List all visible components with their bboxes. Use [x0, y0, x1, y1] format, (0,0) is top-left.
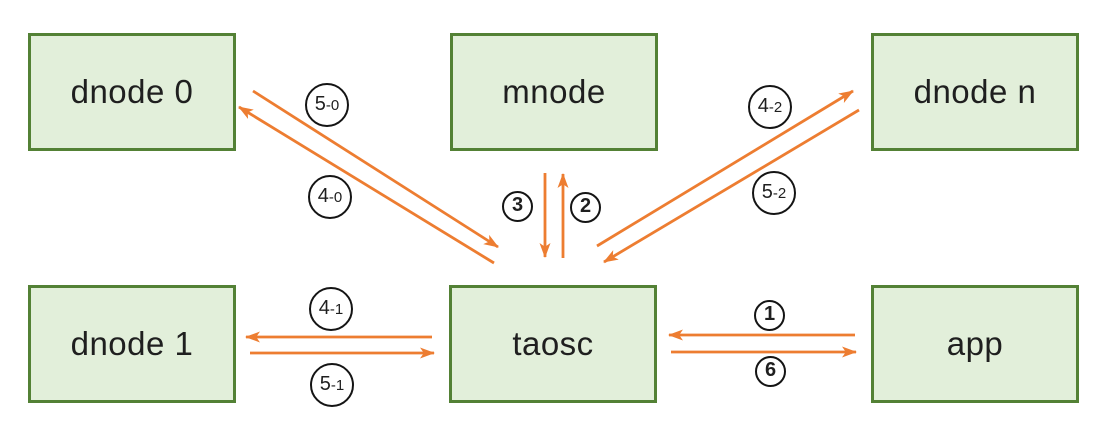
- node-mnode: mnode: [450, 33, 658, 151]
- node-label: dnode n: [913, 73, 1037, 110]
- edge-label-5-0: 5-0: [305, 83, 349, 127]
- node-label: taosc: [512, 325, 594, 362]
- edge-label-4-2: 4-2: [748, 85, 792, 129]
- node-label: mnode: [502, 73, 606, 110]
- node-label: dnode 1: [70, 325, 194, 362]
- node-taosc: taosc: [449, 285, 657, 403]
- arrow-5-0: [252, 89, 499, 249]
- node-app: app: [871, 285, 1079, 403]
- node-dnode-0: dnode 0: [28, 33, 236, 151]
- edge-label-4-1: 4-1: [309, 287, 353, 331]
- arrow-5-2: [603, 108, 860, 264]
- node-label: app: [946, 325, 1004, 362]
- edge-label-5-1: 5-1: [310, 363, 354, 407]
- edge-label-1: 1: [754, 300, 785, 331]
- edge-label-2: 2: [570, 192, 601, 223]
- edge-label-3: 3: [502, 191, 533, 222]
- node-dnode-n: dnode n: [871, 33, 1079, 151]
- arrow-4-2: [596, 89, 854, 248]
- edge-label-4-0: 4-0: [308, 175, 352, 219]
- edge-label-6: 6: [755, 356, 786, 387]
- node-dnode-1: dnode 1: [28, 285, 236, 403]
- edge-label-5-2: 5-2: [752, 171, 796, 215]
- node-label: dnode 0: [70, 73, 194, 110]
- arrow-4-0: [238, 105, 495, 265]
